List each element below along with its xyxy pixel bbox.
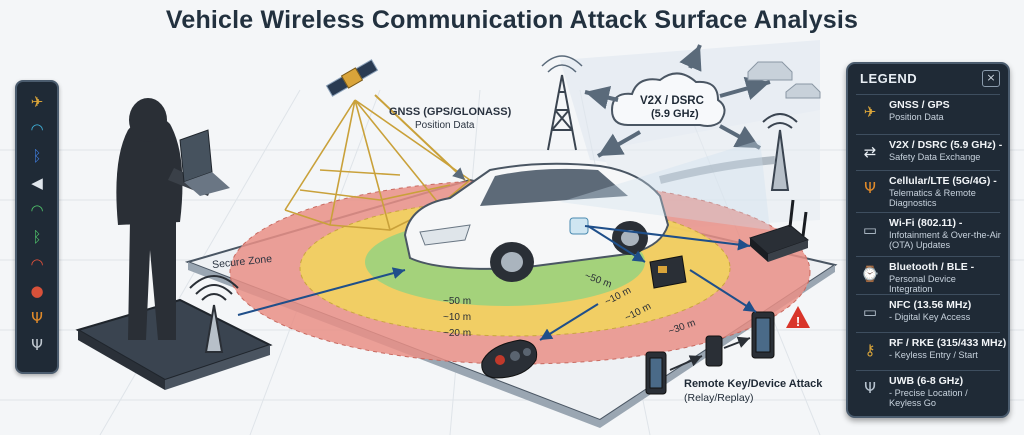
legend-item-rke: ⚷ RF / RKE (315/433 MHz) - Keyless Entry…: [856, 332, 1006, 369]
legend-item-uwb: Ψ UWB (6-8 GHz) - Precise Location / Key…: [856, 370, 1000, 408]
target-vehicle: [403, 162, 670, 282]
attacker-antenna: [189, 275, 239, 353]
speaker-glyph: ◀: [31, 174, 43, 192]
legend-item-desc: Telematics & Remote Diagnostics: [889, 188, 976, 208]
wifi-icon[interactable]: ◠: [23, 117, 51, 141]
legend-item-nfc: ▭ NFC (13.56 MHz) - Digital Key Access: [856, 294, 1000, 331]
legend-item-name: GNSS / GPS: [889, 99, 950, 111]
cell-tower: [541, 55, 583, 151]
legend-item-name: Bluetooth / BLE -: [889, 261, 975, 273]
router-icon: ▭: [862, 221, 878, 239]
legend-item-bluetooth: ⌚ Bluetooth / BLE - Personal Device Inte…: [856, 256, 1000, 294]
remote-attack-sublabel: (Relay/Replay): [684, 392, 754, 404]
warning-icon: !: [786, 306, 810, 329]
legend-item-desc: Safety Data Exchange: [889, 152, 981, 162]
remote-attack-label: Remote Key/Device Attack: [684, 378, 823, 390]
range-label: ~50 m: [443, 296, 472, 307]
bluetooth-green-glyph: ᛒ: [32, 228, 42, 246]
range-label: ~10 m: [443, 312, 472, 323]
attacker-figure: [116, 98, 212, 340]
gnss-satellite: [325, 59, 379, 97]
wifi-red-icon[interactable]: ◠: [23, 252, 51, 276]
range-label: ~20 m: [443, 328, 472, 339]
legend-item-name: V2X / DSRC (5.9 GHz) -: [889, 139, 1003, 151]
legend-item-desc: Position Data: [889, 112, 944, 122]
bluetooth-glyph: ᛒ: [32, 147, 42, 165]
legend-item-desc: - Precise Location / Keyless Go: [889, 388, 968, 408]
left-toolbar: ✈ ◠ ᛒ ◀ ◠ ᛒ ◠ ● Ψ Ψ: [15, 80, 59, 374]
key-fob: [481, 339, 538, 379]
gnss-signal-lines: [284, 99, 471, 231]
legend-item-desc: - Keyless Entry / Start: [889, 350, 978, 360]
v2x-label: V2X / DSRC: [640, 95, 704, 107]
page-title: Vehicle Wireless Communication Attack Su…: [165, 6, 859, 34]
relay-devices: [645, 311, 775, 395]
legend-title: LEGEND: [860, 71, 918, 86]
uwb-antenna-icon: Ψ: [864, 379, 876, 397]
legend-item-cellular: Ψ Cellular/LTE (5G/4G) - Telematics & Re…: [856, 170, 1000, 208]
legend-item-name: RF / RKE (315/433 MHz): [889, 337, 1007, 349]
distant-vehicles: [747, 61, 821, 99]
key-fob-icon[interactable]: ●: [23, 279, 51, 303]
v2x-arrows: [584, 44, 771, 158]
bluetooth-green-icon[interactable]: ᛒ: [23, 225, 51, 249]
legend-item-desc: Personal Device Integration: [889, 274, 956, 294]
wifi-green-glyph: ◠: [30, 201, 44, 219]
speaker-icon[interactable]: ◀: [23, 171, 51, 195]
gnss-sublabel: Position Data: [415, 120, 475, 131]
v2x-sublabel: (5.9 GHz): [651, 108, 699, 120]
key-icon: ⚷: [864, 341, 876, 359]
antenna-gray-icon[interactable]: Ψ: [23, 333, 51, 357]
satellite-icon[interactable]: ✈: [23, 90, 51, 114]
antenna-orange-glyph: Ψ: [31, 309, 43, 327]
legend-item-desc: - Digital Key Access: [889, 312, 971, 322]
key-fob-glyph: ●: [30, 282, 44, 300]
wifi-red-glyph: ◠: [30, 255, 44, 273]
antenna-gray-glyph: Ψ: [31, 336, 43, 354]
legend-item-gnss: ✈ GNSS / GPS Position Data: [856, 94, 1000, 131]
v2x-exchange-icon: ⇄: [863, 143, 877, 161]
close-icon[interactable]: ×: [982, 70, 1000, 87]
legend-item-name: Cellular/LTE (5G/4G) -: [889, 175, 997, 187]
satellite-glyph: ✈: [30, 93, 44, 111]
wifi-green-icon[interactable]: ◠: [23, 198, 51, 222]
legend-item-name: NFC (13.56 MHz): [889, 299, 972, 311]
v2x-cloud: [610, 72, 726, 127]
legend-item-wifi: ▭ Wi-Fi (802.11) - Infotainment & Over-t…: [856, 212, 1001, 250]
legend-item-name: Wi-Fi (802.11) -: [889, 217, 963, 229]
wifi-router: [749, 199, 809, 262]
bluetooth-icon[interactable]: ᛒ: [23, 144, 51, 168]
legend-item-v2x: ⇄ V2X / DSRC (5.9 GHz) - Safety Data Exc…: [856, 134, 1003, 171]
nfc-card-icon: ▭: [862, 303, 878, 321]
roadside-unit: [762, 113, 798, 191]
legend-panel: LEGEND × ✈ GNSS / GPS Position Data ⇄ V2…: [846, 62, 1010, 418]
smartwatch-icon: ⌚: [860, 265, 880, 283]
antenna-orange-icon[interactable]: Ψ: [23, 306, 51, 330]
gnss-label: GNSS (GPS/GLONASS): [389, 106, 512, 118]
legend-item-name: UWB (6-8 GHz): [889, 375, 964, 387]
wifi-glyph: ◠: [30, 120, 44, 138]
satellite-icon: ✈: [863, 103, 877, 121]
svg-text:!: !: [796, 314, 800, 329]
legend-item-desc: Infotainment & Over-the-Air (OTA) Update…: [889, 230, 1001, 250]
attacker-laptop: [179, 129, 230, 196]
nfc-card: [649, 255, 687, 289]
cell-tower-icon: Ψ: [864, 179, 876, 197]
